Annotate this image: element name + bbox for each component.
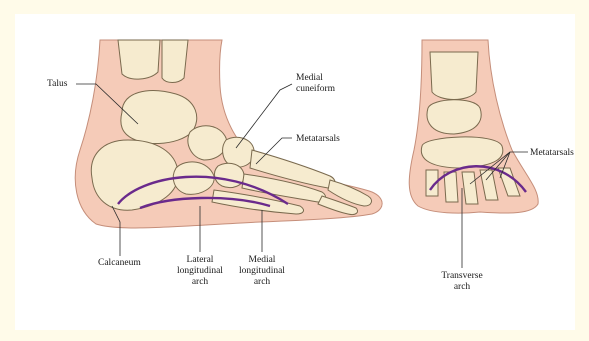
label-metatarsals-side: Metatarsals [296, 134, 340, 144]
talus-bone [121, 91, 197, 144]
label-medial-cuneiform-1: Medial [296, 73, 323, 83]
label-metatarsals-front: Metatarsals [530, 148, 574, 158]
label-medial-arch-2: longitudinal [239, 266, 285, 276]
front-tibia [430, 52, 478, 100]
label-medial-arch-1: Medial [249, 255, 276, 265]
front-talus [427, 100, 481, 134]
label-transverse-arch-2: arch [454, 282, 471, 292]
side-leg-bones-2 [162, 40, 188, 83]
label-talus: Talus [47, 79, 68, 89]
medial-cuneiform-bone [223, 137, 255, 167]
label-lateral-arch-1: Lateral [187, 255, 214, 265]
label-lateral-arch-2: longitudinal [177, 266, 223, 276]
side-leg-bones [118, 40, 160, 79]
front-tarsals [421, 137, 502, 168]
label-lateral-arch-3: arch [192, 277, 209, 287]
front-view-foot [409, 40, 538, 213]
label-medial-arch-3: arch [254, 277, 271, 287]
intermediate-cuneiform-bone [215, 163, 244, 187]
label-medial-cuneiform-2: cuneiform [296, 83, 336, 94]
front-metatarsal-2 [444, 172, 458, 202]
label-calcaneum: Calcaneum [98, 258, 141, 268]
navicular-bone [188, 126, 227, 160]
label-transverse-arch-1: Transverse [441, 271, 482, 281]
